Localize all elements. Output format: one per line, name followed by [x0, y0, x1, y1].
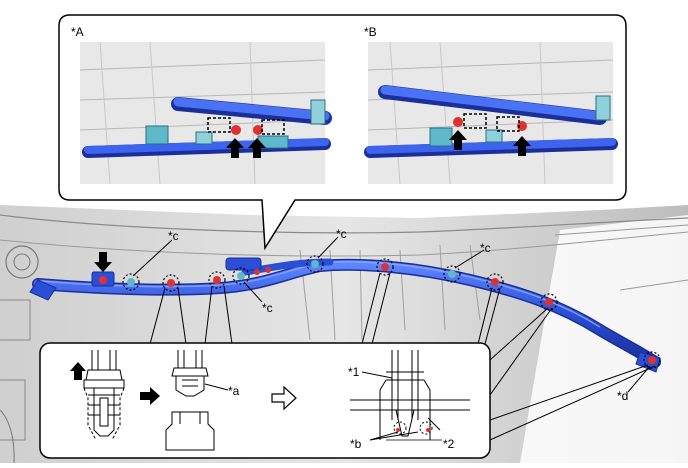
black-arrow-icon [94, 252, 112, 272]
panel-leader-lines [149, 272, 656, 441]
clip-red-6 [643, 351, 661, 369]
black-arrow-icon [140, 387, 160, 405]
leader-lines [132, 236, 651, 393]
callout-c-4: *c [262, 301, 273, 315]
clip-red-7 [99, 276, 107, 284]
harness-clips [99, 258, 661, 369]
clip-cross-section-drawing [350, 350, 470, 441]
clamp-c-4 [443, 265, 461, 283]
callout-b: *B [364, 25, 377, 39]
c-clamps [122, 255, 461, 291]
callout-c-1: *c [168, 229, 179, 243]
clip-engaged-drawing [83, 350, 125, 441]
callout-a-lower: *a [228, 384, 240, 398]
clip-red-2 [208, 271, 226, 289]
clamp-c-2 [232, 267, 250, 285]
callout-2: *2 [443, 437, 455, 451]
callout-c-2: *c [336, 227, 347, 241]
clip-red-5 [540, 293, 558, 311]
callout-c-3: *c [480, 241, 491, 255]
black-arrow-icon [449, 130, 531, 156]
callout-labels: *A *B *c *c *c *c *a *d *1 *2 *b [71, 25, 628, 451]
clip-red-1 [162, 274, 180, 292]
clip-released-drawing [165, 350, 215, 451]
leader-a [204, 383, 229, 391]
detail-a-image [79, 41, 332, 185]
clamp-c-1 [122, 273, 140, 291]
black-arrow-icon [70, 362, 86, 380]
callout-1: *1 [348, 365, 360, 379]
callout-b-lower: *b [350, 437, 362, 451]
detail-callout-panel [58, 14, 627, 251]
detail-b-image [364, 41, 618, 185]
cross-section-leaders [361, 371, 441, 441]
clamp-c-3 [306, 255, 324, 273]
clip-red-4 [486, 273, 504, 291]
callout-d: *d [617, 389, 628, 403]
hollow-arrow-icon [271, 385, 297, 411]
clip-detail-panel [39, 272, 656, 459]
callout-a: *A [71, 25, 84, 39]
clip-red-3 [376, 258, 394, 276]
black-arrow-icon [226, 138, 266, 158]
